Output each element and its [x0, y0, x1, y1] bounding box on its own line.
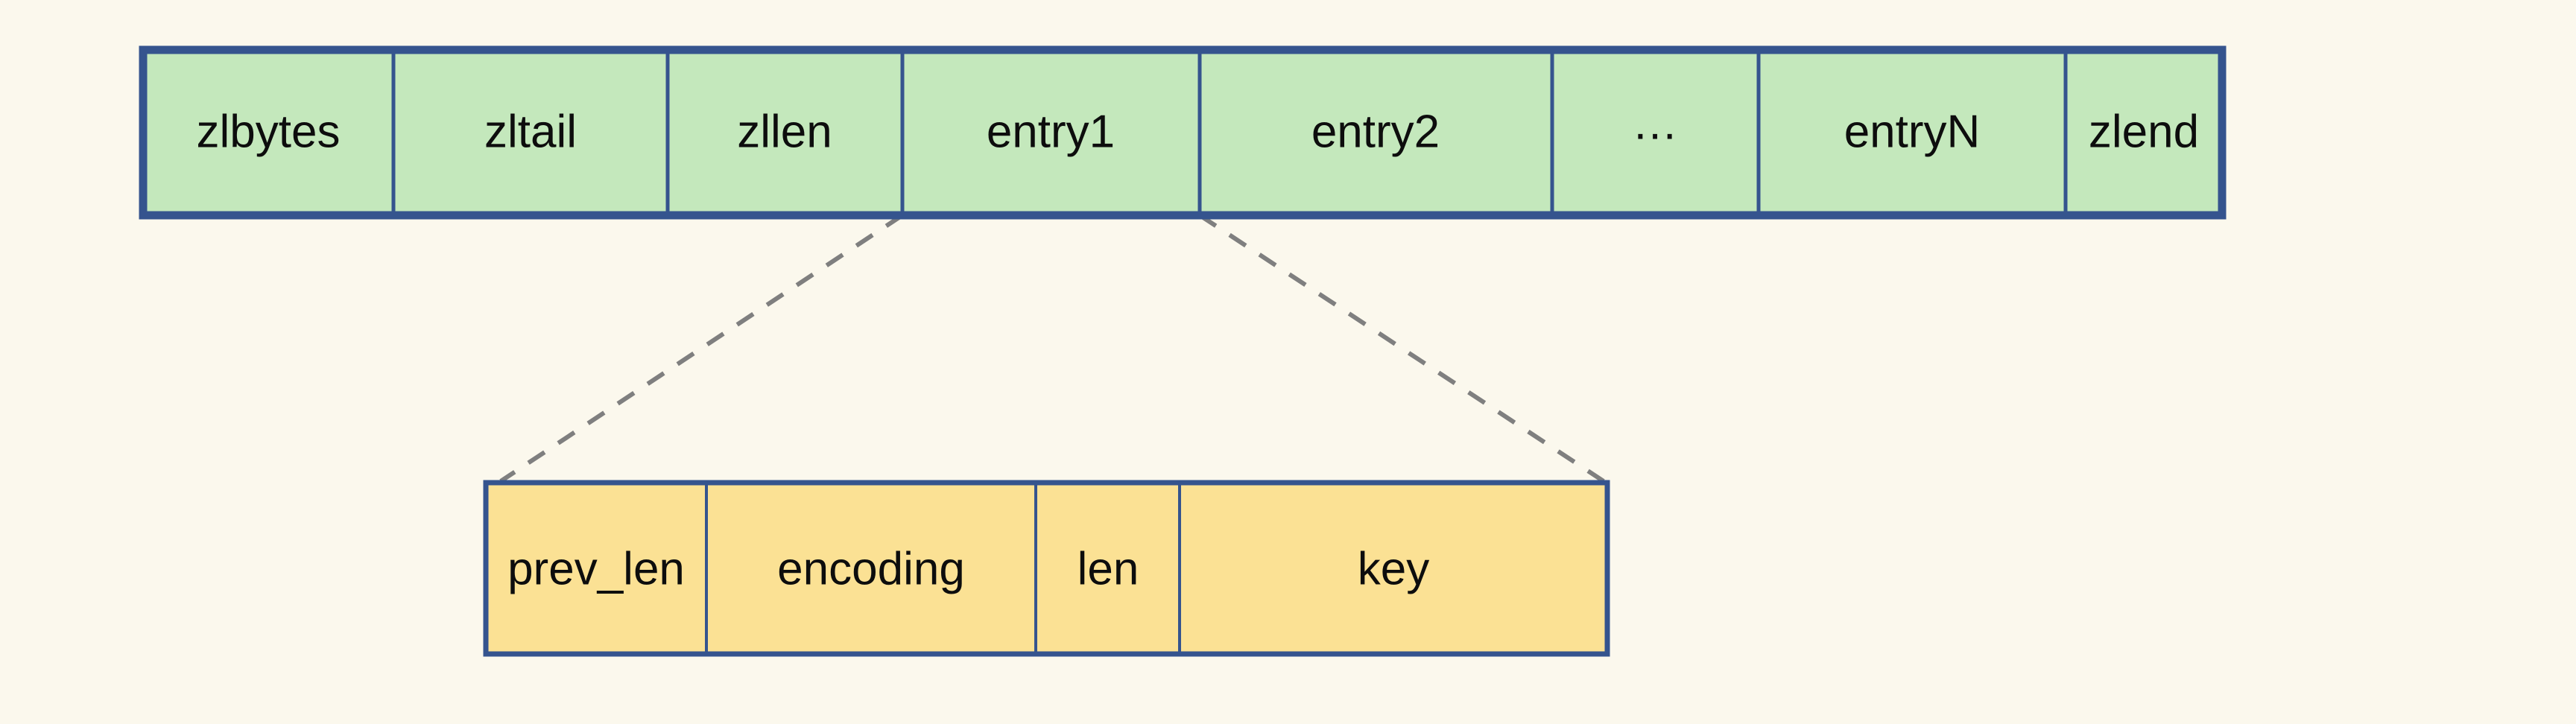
ziplist-label-zllen: zllen: [737, 106, 832, 157]
entry-label-encoding: encoding: [777, 543, 965, 594]
entry-cell-prev-len[interactable]: [484, 481, 708, 655]
entry-cell-key[interactable]: [1178, 481, 1609, 655]
callout-left-line: [499, 213, 904, 483]
entry-row-outline: [483, 480, 1610, 657]
ziplist-label-zltail: zltail: [484, 106, 577, 157]
ziplist-cell-entryn[interactable]: [1756, 48, 2068, 217]
ziplist-label-ellipsis: …: [1632, 98, 1678, 149]
entry-label-len: len: [1077, 543, 1139, 594]
ziplist-label-entryn: entryN: [1844, 106, 1981, 157]
ziplist-label-zlbytes: zlbytes: [197, 106, 341, 157]
entry-label-key: key: [1358, 543, 1429, 594]
ziplist-cell-entry2[interactable]: [1197, 48, 1554, 217]
entry-cell-encoding[interactable]: [705, 481, 1037, 655]
ziplist-label-entry2: entry2: [1311, 106, 1440, 157]
ziplist-row-outline: [139, 45, 2227, 220]
callout-lines: [499, 213, 1605, 483]
ziplist-row: zlbytes zltail zllen entry1 entry2 … ent…: [139, 45, 2227, 220]
ziplist-cell-zlbytes[interactable]: [141, 48, 396, 217]
ziplist-label-zlend: zlend: [2089, 106, 2199, 157]
callout-right-line: [1198, 213, 1605, 483]
entry-cell-len[interactable]: [1034, 481, 1181, 655]
entry-detail-row: prev_len encoding len key: [483, 480, 1610, 657]
ziplist-label-entry1: entry1: [987, 106, 1115, 157]
entry-label-prev-len: prev_len: [507, 543, 685, 594]
